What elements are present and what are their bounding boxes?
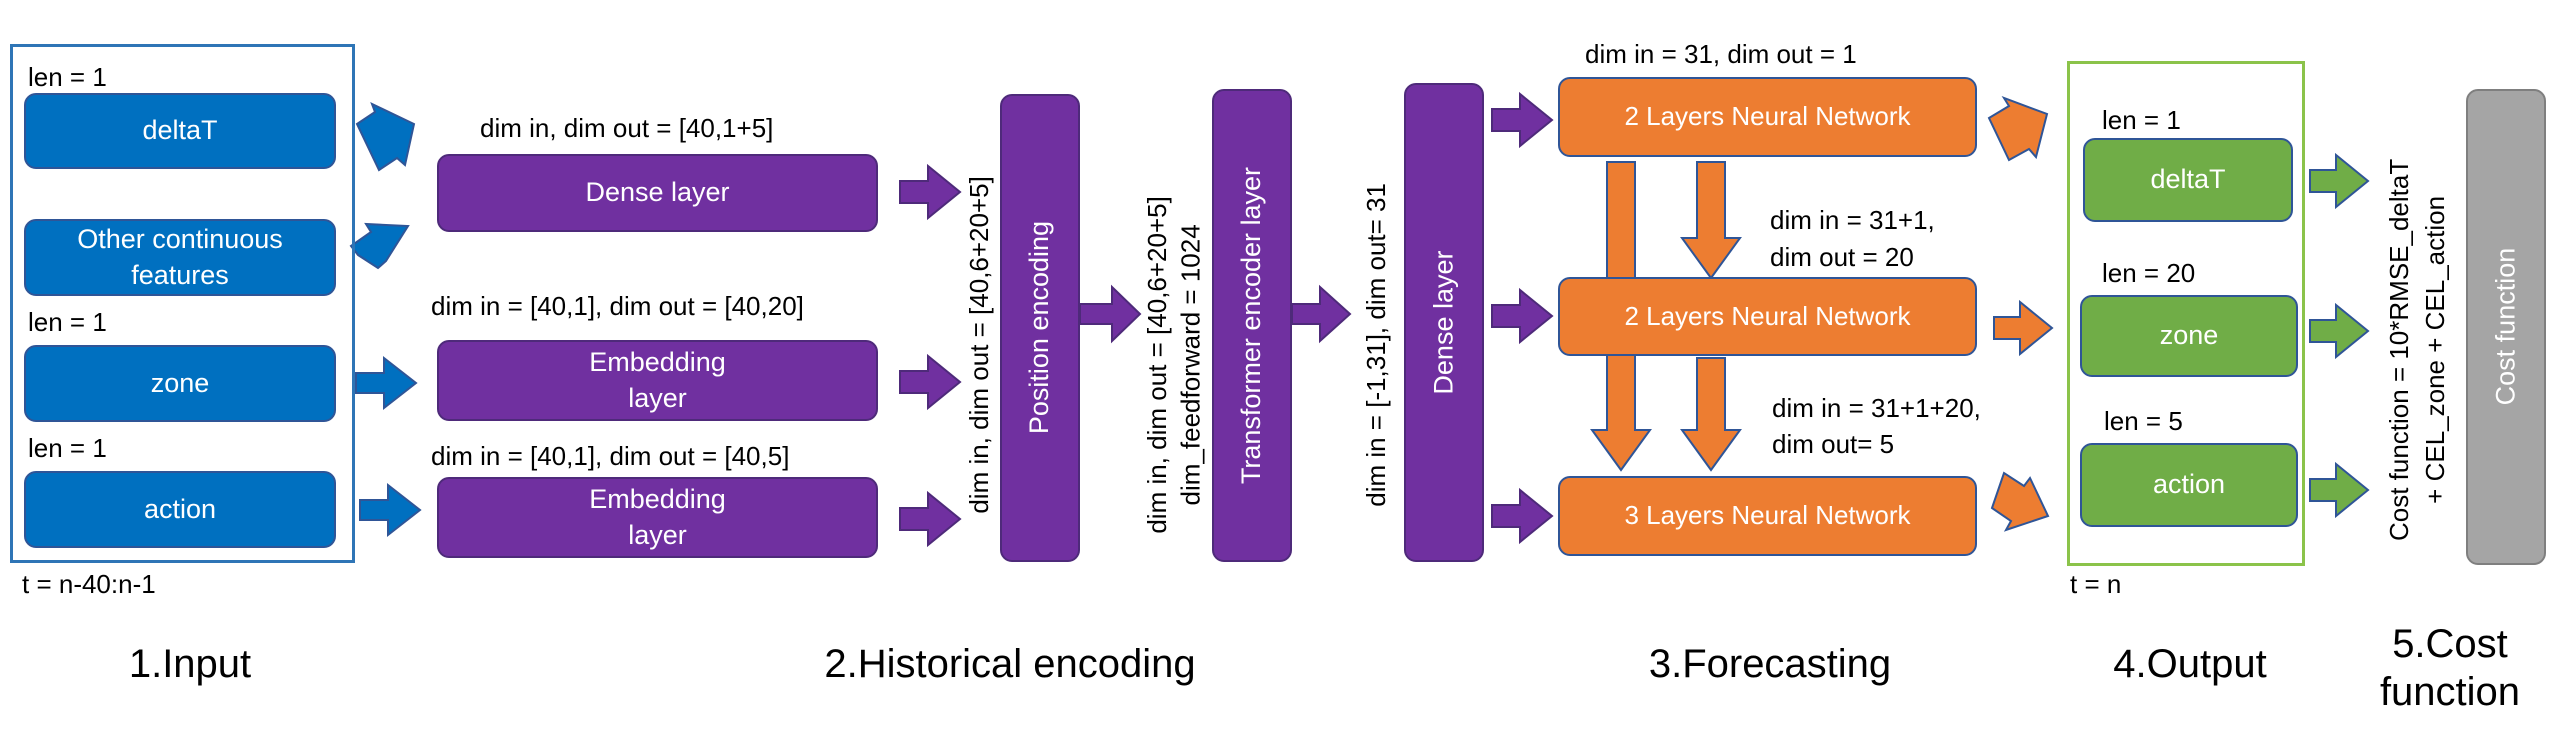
transformer-encoder-layer-label: Transformer encoder layer	[1236, 166, 1267, 485]
arrow-position-to-transformer	[1079, 284, 1142, 344]
input-zone: zone	[24, 345, 336, 422]
arrow-dense-to-position	[899, 163, 962, 221]
transformer-dims-1-text: dim in, dim out = [40,6+20+5]	[1142, 196, 1173, 534]
arrow-zone-to-cost	[2309, 302, 2370, 360]
output-time: t = n	[2070, 569, 2122, 599]
nn2-dims-1: dim in = 31+1,	[1770, 205, 1935, 235]
nn1-dims: dim in = 31, dim out = 1	[1585, 39, 1857, 69]
len-deltaT-output: len = 1	[2102, 105, 2181, 135]
input-action: action	[24, 471, 336, 548]
input-action-label: action	[143, 493, 217, 524]
len-action-input: len = 1	[28, 433, 107, 463]
transformer-encoder-layer: Transformer encoder layer	[1212, 89, 1292, 562]
arrow-nn2-to-zone	[1993, 299, 2054, 357]
position-dims-text: dim in, dim out = [40,6+20+5]	[964, 176, 995, 514]
output-zone: zone	[2080, 295, 2298, 377]
input-deltaT-label: deltaT	[142, 115, 218, 146]
nn-deltaT-label: 2 Layers Neural Network	[1624, 101, 1911, 132]
arrow-action-to-embedding	[359, 482, 422, 538]
arrow-nn2-to-nn3	[1680, 357, 1742, 472]
embedding1-dims: dim in = [40,1], dim out = [40,20]	[431, 291, 804, 321]
transformer-dims-2-text: dim_feedforward = 1024	[1176, 224, 1207, 506]
dense-layer: Dense layer	[437, 154, 878, 232]
position-encoding-label: Position encoding	[1024, 221, 1055, 435]
nn3-dims-1: dim in = 31+1+20,	[1772, 393, 1981, 423]
output-deltaT: deltaT	[2083, 138, 2293, 222]
cost-function-label: Cost function	[2490, 248, 2521, 406]
input-deltaT: deltaT	[24, 93, 336, 169]
input-time-range: t = n-40:n-1	[22, 569, 156, 599]
arrow-transformer-to-dense	[1291, 284, 1352, 344]
section-input: 1.Input	[128, 642, 252, 686]
len-zone-input: len = 1	[28, 307, 107, 337]
dense-layer-label: Dense layer	[585, 177, 730, 208]
output-action: action	[2080, 443, 2298, 527]
forecast-dense-layer: Dense layer	[1404, 83, 1484, 562]
embedding-layer-action-label: Embedding layer	[589, 484, 726, 550]
output-deltaT-label: deltaT	[2150, 164, 2226, 195]
arrow-nn1-to-nn2	[1680, 161, 1742, 280]
output-action-label: action	[2152, 469, 2226, 500]
arrow-nn3-to-action	[1990, 471, 2050, 532]
forecast-dense-layer-label: Dense layer	[1428, 250, 1459, 395]
cost-function-box: Cost function	[2466, 89, 2546, 565]
section-forecasting: 3.Forecasting	[1648, 642, 1892, 686]
embedding-layer-zone: Embedding layer	[437, 340, 878, 421]
arrow-nn1-to-deltaT	[1987, 96, 2049, 162]
nn3-dims-2: dim out= 5	[1772, 429, 1895, 459]
arrow-action-to-cost	[2309, 461, 2370, 519]
output-zone-label: zone	[2159, 320, 2219, 351]
arrow-dense-to-nn2	[1491, 287, 1554, 345]
len-zone-output: len = 20	[2102, 258, 2196, 288]
dense-dims: dim in, dim out = [40,1+5]	[480, 113, 774, 143]
arrow-emb2-to-position	[899, 490, 962, 548]
arrow-dense-to-nn3	[1491, 487, 1554, 545]
embedding-layer-zone-label: Embedding layer	[589, 347, 726, 413]
cost-formula-2: + CEL_zone + CEL_action	[2416, 130, 2456, 570]
forecast-dense-dims-text: dim in = [-1,31], dim out= 31	[1361, 183, 1392, 507]
cost-formula-1-text: Cost function = 10*RMSE_deltaT	[2384, 158, 2415, 542]
input-frame	[10, 44, 355, 563]
arrow-deltaT-to-cost	[2309, 152, 2370, 210]
arrow-deltaT-to-dense	[355, 102, 416, 172]
nn2-dims-2: dim out = 20	[1770, 242, 1914, 272]
arrow-zone-to-embedding	[355, 355, 418, 411]
embedding-layer-action: Embedding layer	[437, 477, 878, 558]
nn-deltaT: 2 Layers Neural Network	[1558, 77, 1977, 157]
len-action-output: len = 5	[2104, 406, 2183, 436]
section-cost-function: 5.Cost function	[2379, 622, 2521, 714]
nn-action-label: 3 Layers Neural Network	[1624, 500, 1911, 531]
input-other-features-label: Other continuous features	[77, 224, 283, 290]
cost-formula-1: Cost function = 10*RMSE_deltaT	[2380, 130, 2420, 570]
arrow-emb1-to-position	[899, 353, 962, 411]
nn-zone-label: 2 Layers Neural Network	[1624, 300, 1911, 331]
embedding2-dims: dim in = [40,1], dim out = [40,5]	[431, 441, 790, 471]
nn-action: 3 Layers Neural Network	[1558, 476, 1977, 556]
position-dims: dim in, dim out = [40,6+20+5]	[962, 150, 998, 540]
nn-zone: 2 Layers Neural Network	[1558, 277, 1977, 356]
output-frame	[2067, 61, 2305, 566]
cost-formula-2-text: + CEL_zone + CEL_action	[2420, 196, 2451, 504]
input-zone-label: zone	[150, 367, 210, 398]
section-historical-encoding: 2.Historical encoding	[824, 642, 1196, 686]
position-encoding: Position encoding	[1000, 94, 1080, 562]
section-output: 4.Output	[2113, 642, 2267, 686]
transformer-dims-2: dim_feedforward = 1024	[1174, 170, 1210, 560]
input-other-features: Other continuous features	[24, 219, 336, 296]
len-deltaT-input: len = 1	[28, 62, 107, 92]
arrow-dense-to-nn1	[1491, 91, 1554, 149]
arrow-other-to-dense	[349, 222, 410, 270]
transformer-dims-1: dim in, dim out = [40,6+20+5]	[1140, 170, 1176, 560]
forecast-dense-dims: dim in = [-1,31], dim out= 31	[1359, 130, 1395, 560]
